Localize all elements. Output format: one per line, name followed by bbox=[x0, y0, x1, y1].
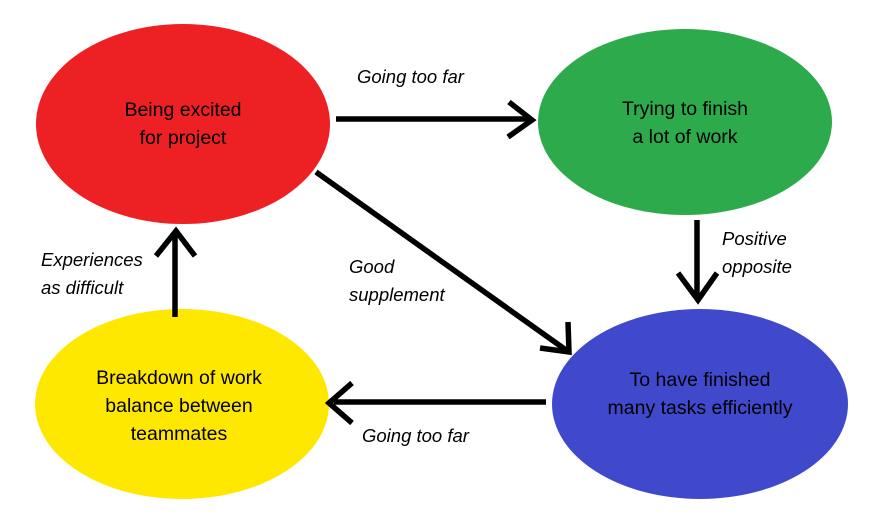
node-to-have-finished-line2: many tasks efficiently bbox=[608, 397, 793, 419]
edge-excited-to-trying[interactable]: Going too far bbox=[336, 66, 537, 140]
edge-breakdown-to-excited[interactable]: Experiences as difficult bbox=[41, 226, 198, 317]
node-to-have-finished[interactable]: To have finished many tasks efficiently bbox=[552, 309, 848, 499]
edge-trying-to-finished-arrowhead bbox=[675, 271, 720, 305]
edge-excited-to-finished-line bbox=[314, 169, 568, 353]
edge-finished-to-breakdown-label: Going too far bbox=[362, 425, 470, 446]
node-breakdown-of-work-line2: balance between bbox=[105, 395, 252, 417]
node-trying-to-finish-line2: a lot of work bbox=[632, 126, 737, 148]
edge-finished-to-breakdown-arrowhead bbox=[324, 380, 354, 426]
node-being-excited-line2: for project bbox=[140, 127, 227, 149]
node-trying-to-finish-ellipse[interactable] bbox=[538, 29, 832, 215]
node-trying-to-finish-line1: Trying to finish bbox=[622, 98, 748, 120]
edge-breakdown-to-excited-label-line2: as difficult bbox=[41, 277, 124, 298]
edge-excited-to-finished-label-line1: Good bbox=[349, 256, 395, 277]
edge-trying-to-finished[interactable]: Positive opposite bbox=[675, 220, 792, 305]
node-being-excited[interactable]: Being excited for project bbox=[36, 24, 330, 224]
edge-excited-to-finished[interactable]: Good supplement bbox=[314, 169, 572, 356]
node-breakdown-of-work[interactable]: Breakdown of work balance between teamma… bbox=[35, 309, 329, 499]
edge-trying-to-finished-label-line2: opposite bbox=[722, 256, 792, 277]
edge-breakdown-to-excited-label-line1: Experiences bbox=[41, 249, 143, 270]
edge-excited-to-trying-arrowhead bbox=[506, 99, 537, 140]
edge-excited-to-trying-label: Going too far bbox=[357, 66, 465, 87]
node-breakdown-of-work-line1: Breakdown of work bbox=[96, 367, 262, 389]
edge-excited-to-finished-label-line2: supplement bbox=[349, 284, 446, 305]
node-being-excited-ellipse[interactable] bbox=[36, 24, 330, 224]
node-breakdown-of-work-line3: teammates bbox=[131, 423, 228, 445]
edge-finished-to-breakdown[interactable]: Going too far bbox=[324, 380, 546, 446]
edge-breakdown-to-excited-arrowhead bbox=[153, 226, 198, 258]
node-being-excited-line1: Being excited bbox=[124, 99, 241, 121]
node-to-have-finished-line1: To have finished bbox=[630, 369, 771, 391]
node-breakdown-of-work-ellipse[interactable] bbox=[35, 309, 329, 499]
edge-trying-to-finished-label-line1: Positive bbox=[722, 228, 787, 249]
node-to-have-finished-ellipse[interactable] bbox=[552, 309, 848, 499]
edge-excited-to-finished-arrowhead bbox=[539, 321, 572, 356]
node-trying-to-finish[interactable]: Trying to finish a lot of work bbox=[538, 29, 832, 215]
